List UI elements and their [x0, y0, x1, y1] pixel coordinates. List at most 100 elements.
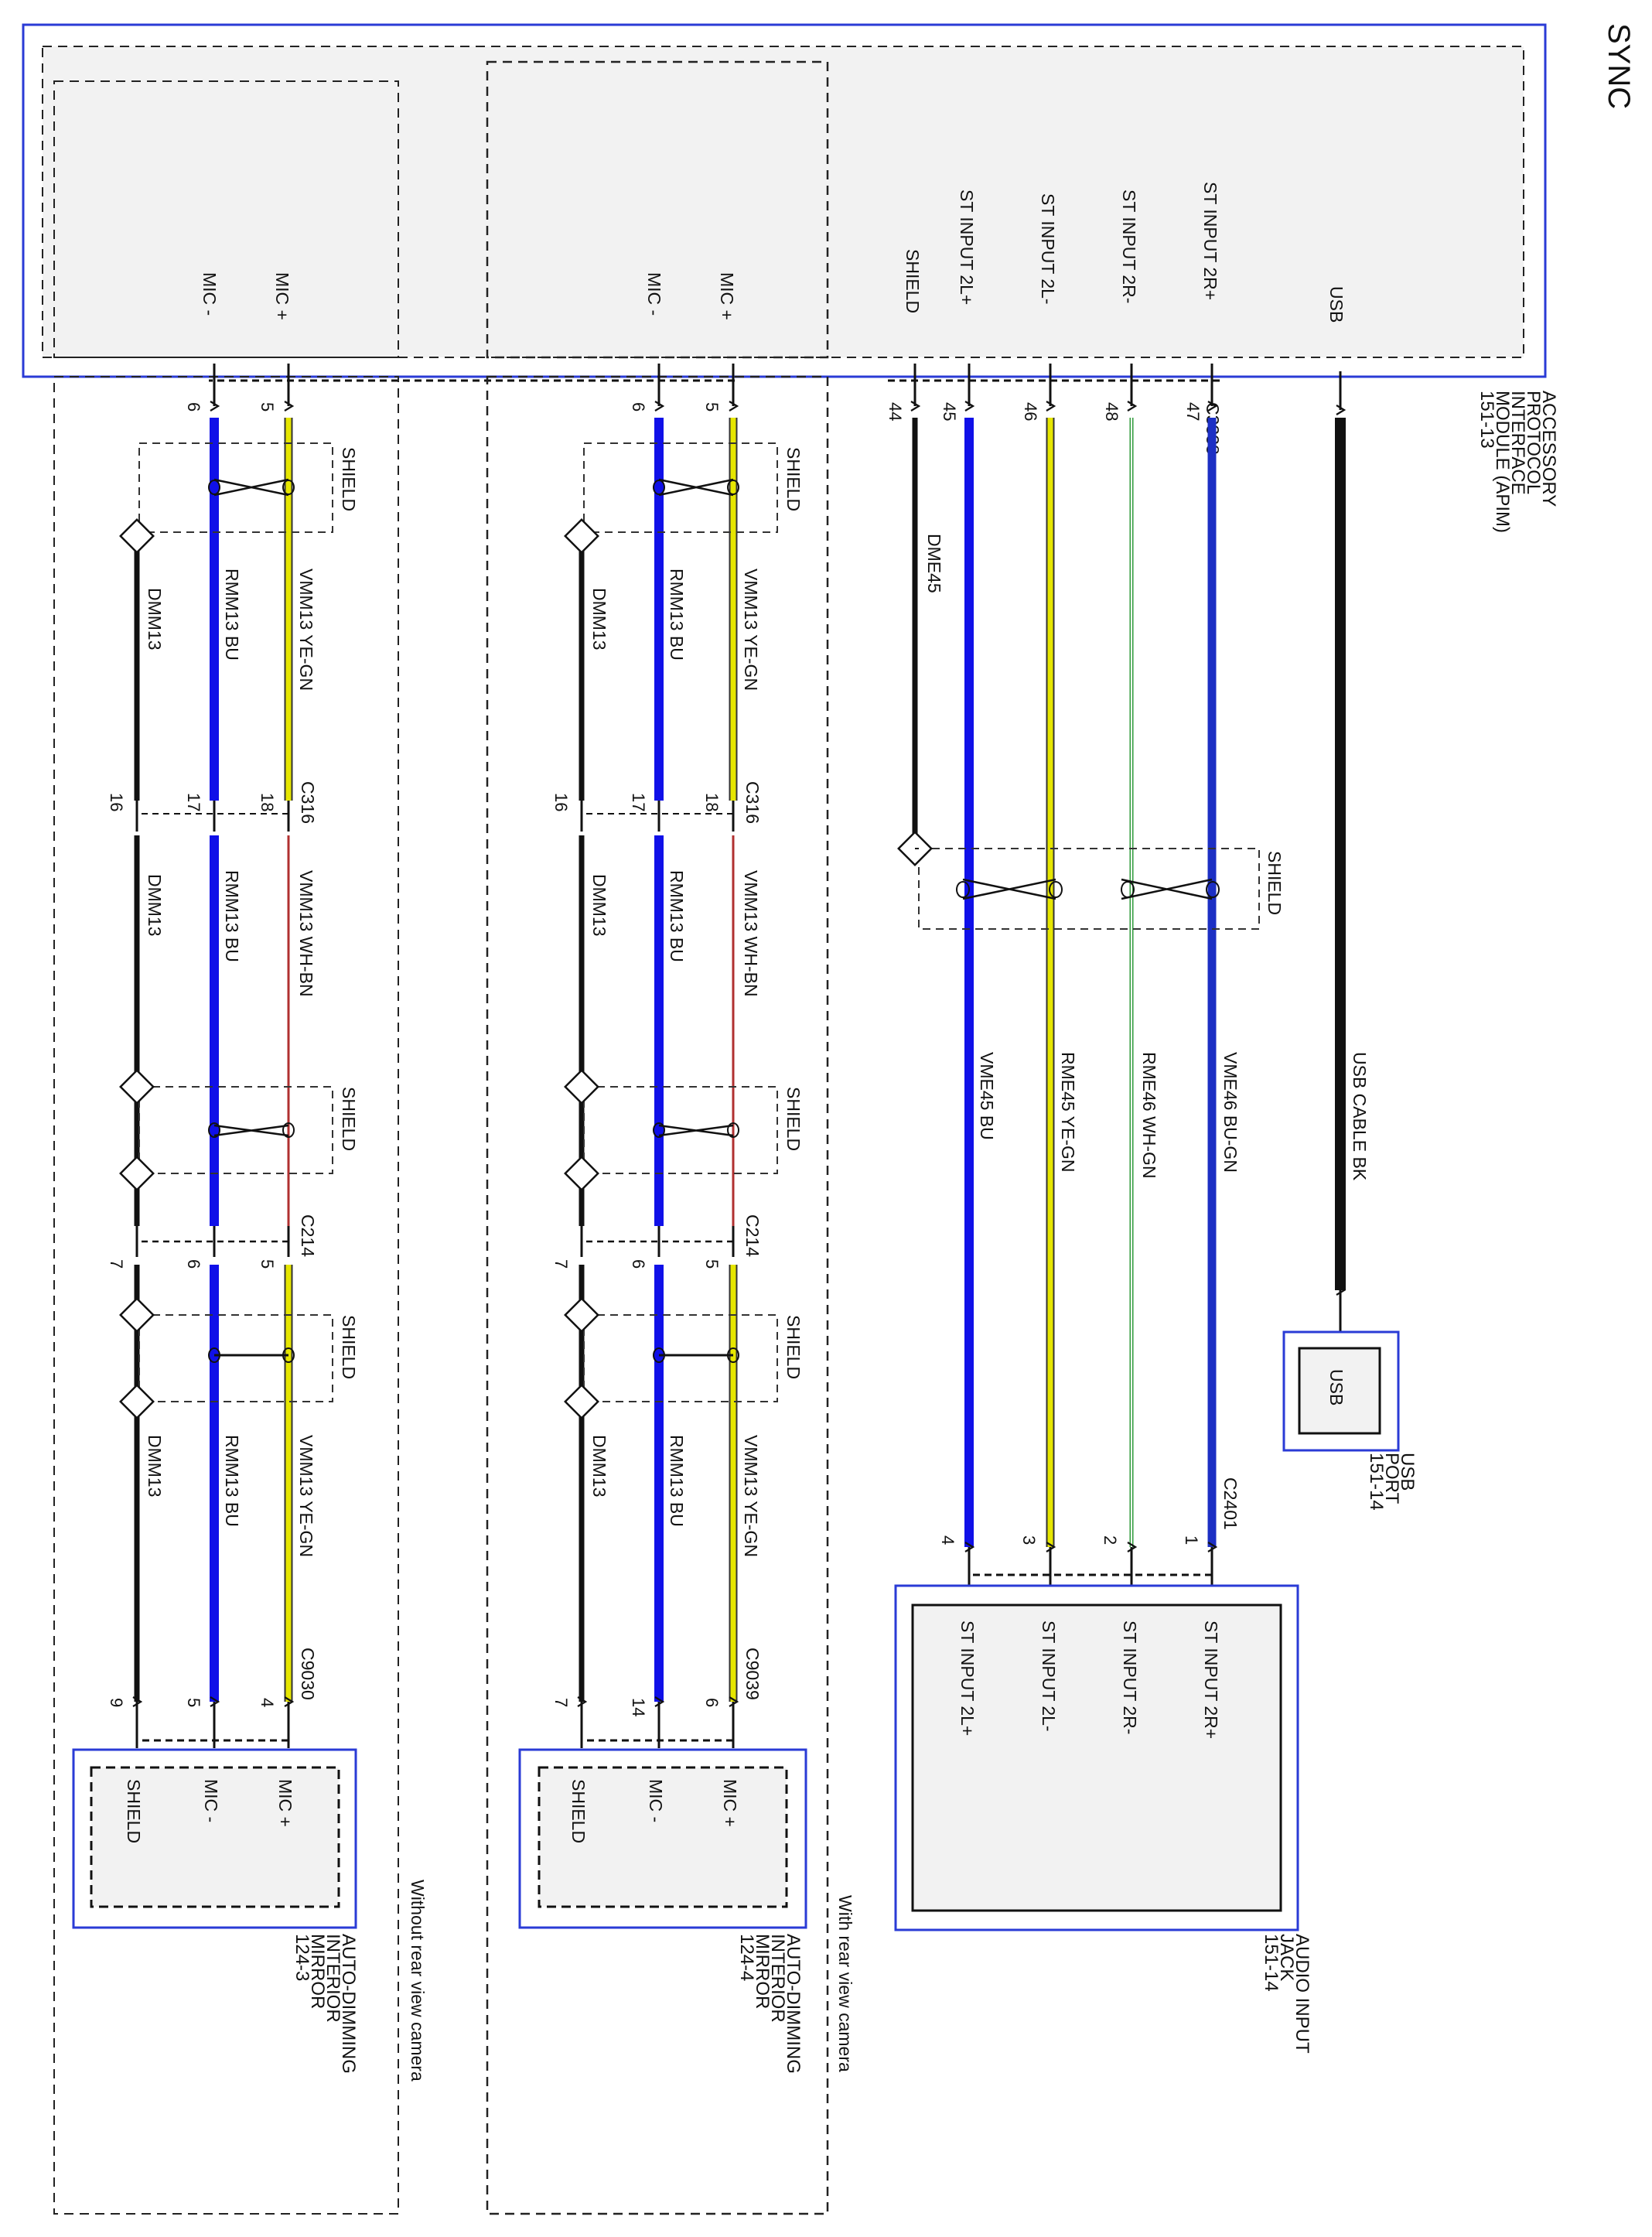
- svg-text:ACCESSORY: ACCESSORY: [1538, 391, 1559, 507]
- circuit-rme45-label: RME45 YE-GN: [1058, 1052, 1078, 1173]
- mic-variant-without-camera: Without rear view camera 5 6 SHIELD VMM1…: [53, 364, 428, 2215]
- svg-text:124-4: 124-4: [736, 1934, 757, 1981]
- svg-text:MODULE (APIM): MODULE (APIM): [1492, 391, 1513, 533]
- svg-text:AUTO-DIMMING: AUTO-DIMMING: [783, 1934, 804, 2074]
- mirror-module-124-4: MIC + MIC - SHIELD AUTO-DIMMING INTERIOR…: [518, 1748, 807, 2074]
- svg-text:5: 5: [258, 1259, 277, 1269]
- svg-text:4: 4: [258, 1698, 277, 1707]
- svg-text:6: 6: [629, 1259, 648, 1269]
- svg-text:VMM13 YE-GN: VMM13 YE-GN: [741, 569, 761, 691]
- svg-text:DMM13: DMM13: [589, 874, 609, 937]
- svg-text:SHIELD: SHIELD: [783, 447, 804, 511]
- apim-pin-mic-plus-with-camera: MIC +: [717, 272, 737, 320]
- svg-text:47: 47: [1183, 402, 1203, 421]
- apim-module: ACCESSORY PROTOCOL INTERFACE MODULE (API…: [22, 23, 1559, 533]
- usb-cable: USB CABLE BK: [1335, 371, 1370, 1338]
- apim-pin-st-input-2r-minus: ST INPUT 2R-: [1119, 190, 1139, 303]
- svg-text:ST INPUT 2L+: ST INPUT 2L+: [957, 1621, 978, 1736]
- apim-pin-shield: SHIELD: [903, 249, 923, 313]
- svg-text:5: 5: [258, 402, 277, 412]
- apim-pin-mic-plus-without-camera: MIC +: [272, 272, 292, 320]
- svg-text:INTERIOR: INTERIOR: [323, 1934, 343, 2023]
- svg-text:18: 18: [702, 793, 722, 811]
- svg-text:151-14: 151-14: [1366, 1453, 1387, 1511]
- svg-text:SHIELD: SHIELD: [1265, 851, 1285, 915]
- svg-text:SHIELD: SHIELD: [339, 1315, 359, 1379]
- svg-text:9: 9: [107, 1698, 126, 1707]
- circuit-vme46-label: VME46 BU-GN: [1220, 1052, 1241, 1173]
- variant-label-with-camera: With rear view camera: [835, 1895, 855, 2072]
- svg-text:VMM13 WH-BN: VMM13 WH-BN: [741, 870, 761, 997]
- svg-text:USB: USB: [1397, 1453, 1418, 1491]
- svg-text:MIC +: MIC +: [720, 1779, 740, 1827]
- svg-text:18: 18: [258, 793, 277, 811]
- apim-name: ACCESSORY PROTOCOL INTERFACE MODULE (API…: [1476, 391, 1559, 533]
- svg-text:6: 6: [184, 1259, 203, 1269]
- usb-cable-label: USB CABLE BK: [1350, 1052, 1370, 1181]
- svg-text:SHIELD: SHIELD: [339, 447, 359, 511]
- svg-text:151-14: 151-14: [1261, 1934, 1282, 1992]
- apim-pin-usb: USB: [1326, 286, 1347, 323]
- apim-pin-st-input-2l-plus: ST INPUT 2L+: [957, 190, 977, 305]
- svg-text:17: 17: [184, 793, 203, 811]
- svg-text:6: 6: [702, 1698, 722, 1707]
- svg-text:INTERIOR: INTERIOR: [767, 1934, 788, 2023]
- svg-text:5: 5: [702, 1259, 722, 1269]
- svg-text:RMM13 BU: RMM13 BU: [667, 870, 687, 962]
- svg-text:MIRROR: MIRROR: [752, 1934, 773, 2009]
- svg-text:7: 7: [107, 1259, 126, 1269]
- svg-text:VMM13 YE-GN: VMM13 YE-GN: [296, 1435, 316, 1557]
- svg-text:48: 48: [1102, 402, 1121, 421]
- mic-variant-with-camera: With rear view camera 5 6 SHIELD VMM13 Y…: [486, 364, 855, 2215]
- svg-text:SHIELD: SHIELD: [339, 1087, 359, 1151]
- svg-text:16: 16: [107, 793, 126, 811]
- svg-text:RMM13 BU: RMM13 BU: [222, 870, 242, 962]
- svg-text:RMM13 BU: RMM13 BU: [222, 1435, 242, 1527]
- aux-circuits: 47 48 46 45 44 VME46 BU-GN RME46 WH-GN R…: [886, 364, 1285, 1593]
- circuit-rme46-label: RME46 WH-GN: [1139, 1052, 1159, 1179]
- svg-text:14: 14: [629, 1698, 648, 1716]
- connector-c316-with-camera: C316: [742, 781, 763, 824]
- svg-text:151-13: 151-13: [1476, 391, 1497, 449]
- svg-text:17: 17: [629, 793, 648, 811]
- svg-text:6: 6: [184, 402, 203, 412]
- variant-label-without-camera: Without rear view camera: [408, 1880, 428, 2082]
- svg-text:2: 2: [1101, 1535, 1120, 1545]
- svg-text:VMM13 YE-GN: VMM13 YE-GN: [741, 1435, 761, 1557]
- svg-text:1: 1: [1182, 1535, 1201, 1545]
- svg-text:DMM13: DMM13: [589, 588, 609, 651]
- svg-text:4: 4: [938, 1535, 957, 1545]
- svg-text:3: 3: [1019, 1535, 1039, 1545]
- connector-c2401: C2401: [1220, 1477, 1241, 1530]
- svg-text:AUDIO INPUT: AUDIO INPUT: [1292, 1934, 1312, 2054]
- svg-text:MIC -: MIC -: [646, 1779, 666, 1822]
- svg-text:INTERFACE: INTERFACE: [1507, 391, 1528, 495]
- svg-text:SHIELD: SHIELD: [568, 1779, 589, 1843]
- svg-text:PORT: PORT: [1381, 1453, 1402, 1504]
- svg-text:RMM13 BU: RMM13 BU: [667, 569, 687, 661]
- apim-pin-st-input-2l-minus: ST INPUT 2L-: [1038, 193, 1058, 305]
- svg-text:44: 44: [886, 402, 905, 421]
- connector-c214-without-camera: C214: [298, 1214, 318, 1257]
- circuit-dme45-label: DME45: [924, 534, 944, 593]
- svg-text:VMM13 WH-BN: VMM13 WH-BN: [296, 870, 316, 997]
- svg-text:DMM13: DMM13: [145, 1435, 165, 1498]
- circuit-vme45-label: VME45 BU: [977, 1052, 997, 1140]
- svg-text:VMM13 YE-GN: VMM13 YE-GN: [296, 569, 316, 691]
- svg-text:45: 45: [940, 402, 959, 421]
- audio-input-jack: ST INPUT 2R+ ST INPUT 2R- ST INPUT 2L- S…: [894, 1584, 1312, 2054]
- apim-pin-mic-minus-without-camera: MIC -: [200, 272, 220, 316]
- svg-text:AUTO-DIMMING: AUTO-DIMMING: [338, 1934, 359, 2074]
- svg-text:DMM13: DMM13: [145, 588, 165, 651]
- svg-text:MIC +: MIC +: [275, 1779, 295, 1827]
- svg-text:124-3: 124-3: [292, 1934, 312, 1981]
- svg-text:16: 16: [551, 793, 571, 811]
- svg-text:ST INPUT 2R-: ST INPUT 2R-: [1120, 1621, 1140, 1734]
- svg-text:46: 46: [1021, 402, 1040, 421]
- svg-text:SHIELD: SHIELD: [783, 1087, 804, 1151]
- apim-pin-mic-minus-with-camera: MIC -: [644, 272, 664, 316]
- svg-text:DMM13: DMM13: [145, 874, 165, 937]
- svg-text:7: 7: [551, 1698, 571, 1707]
- usb-port-inner: USB: [1326, 1369, 1347, 1405]
- mirror-module-124-3: MIC + MIC - SHIELD AUTO-DIMMING INTERIOR…: [72, 1748, 359, 2074]
